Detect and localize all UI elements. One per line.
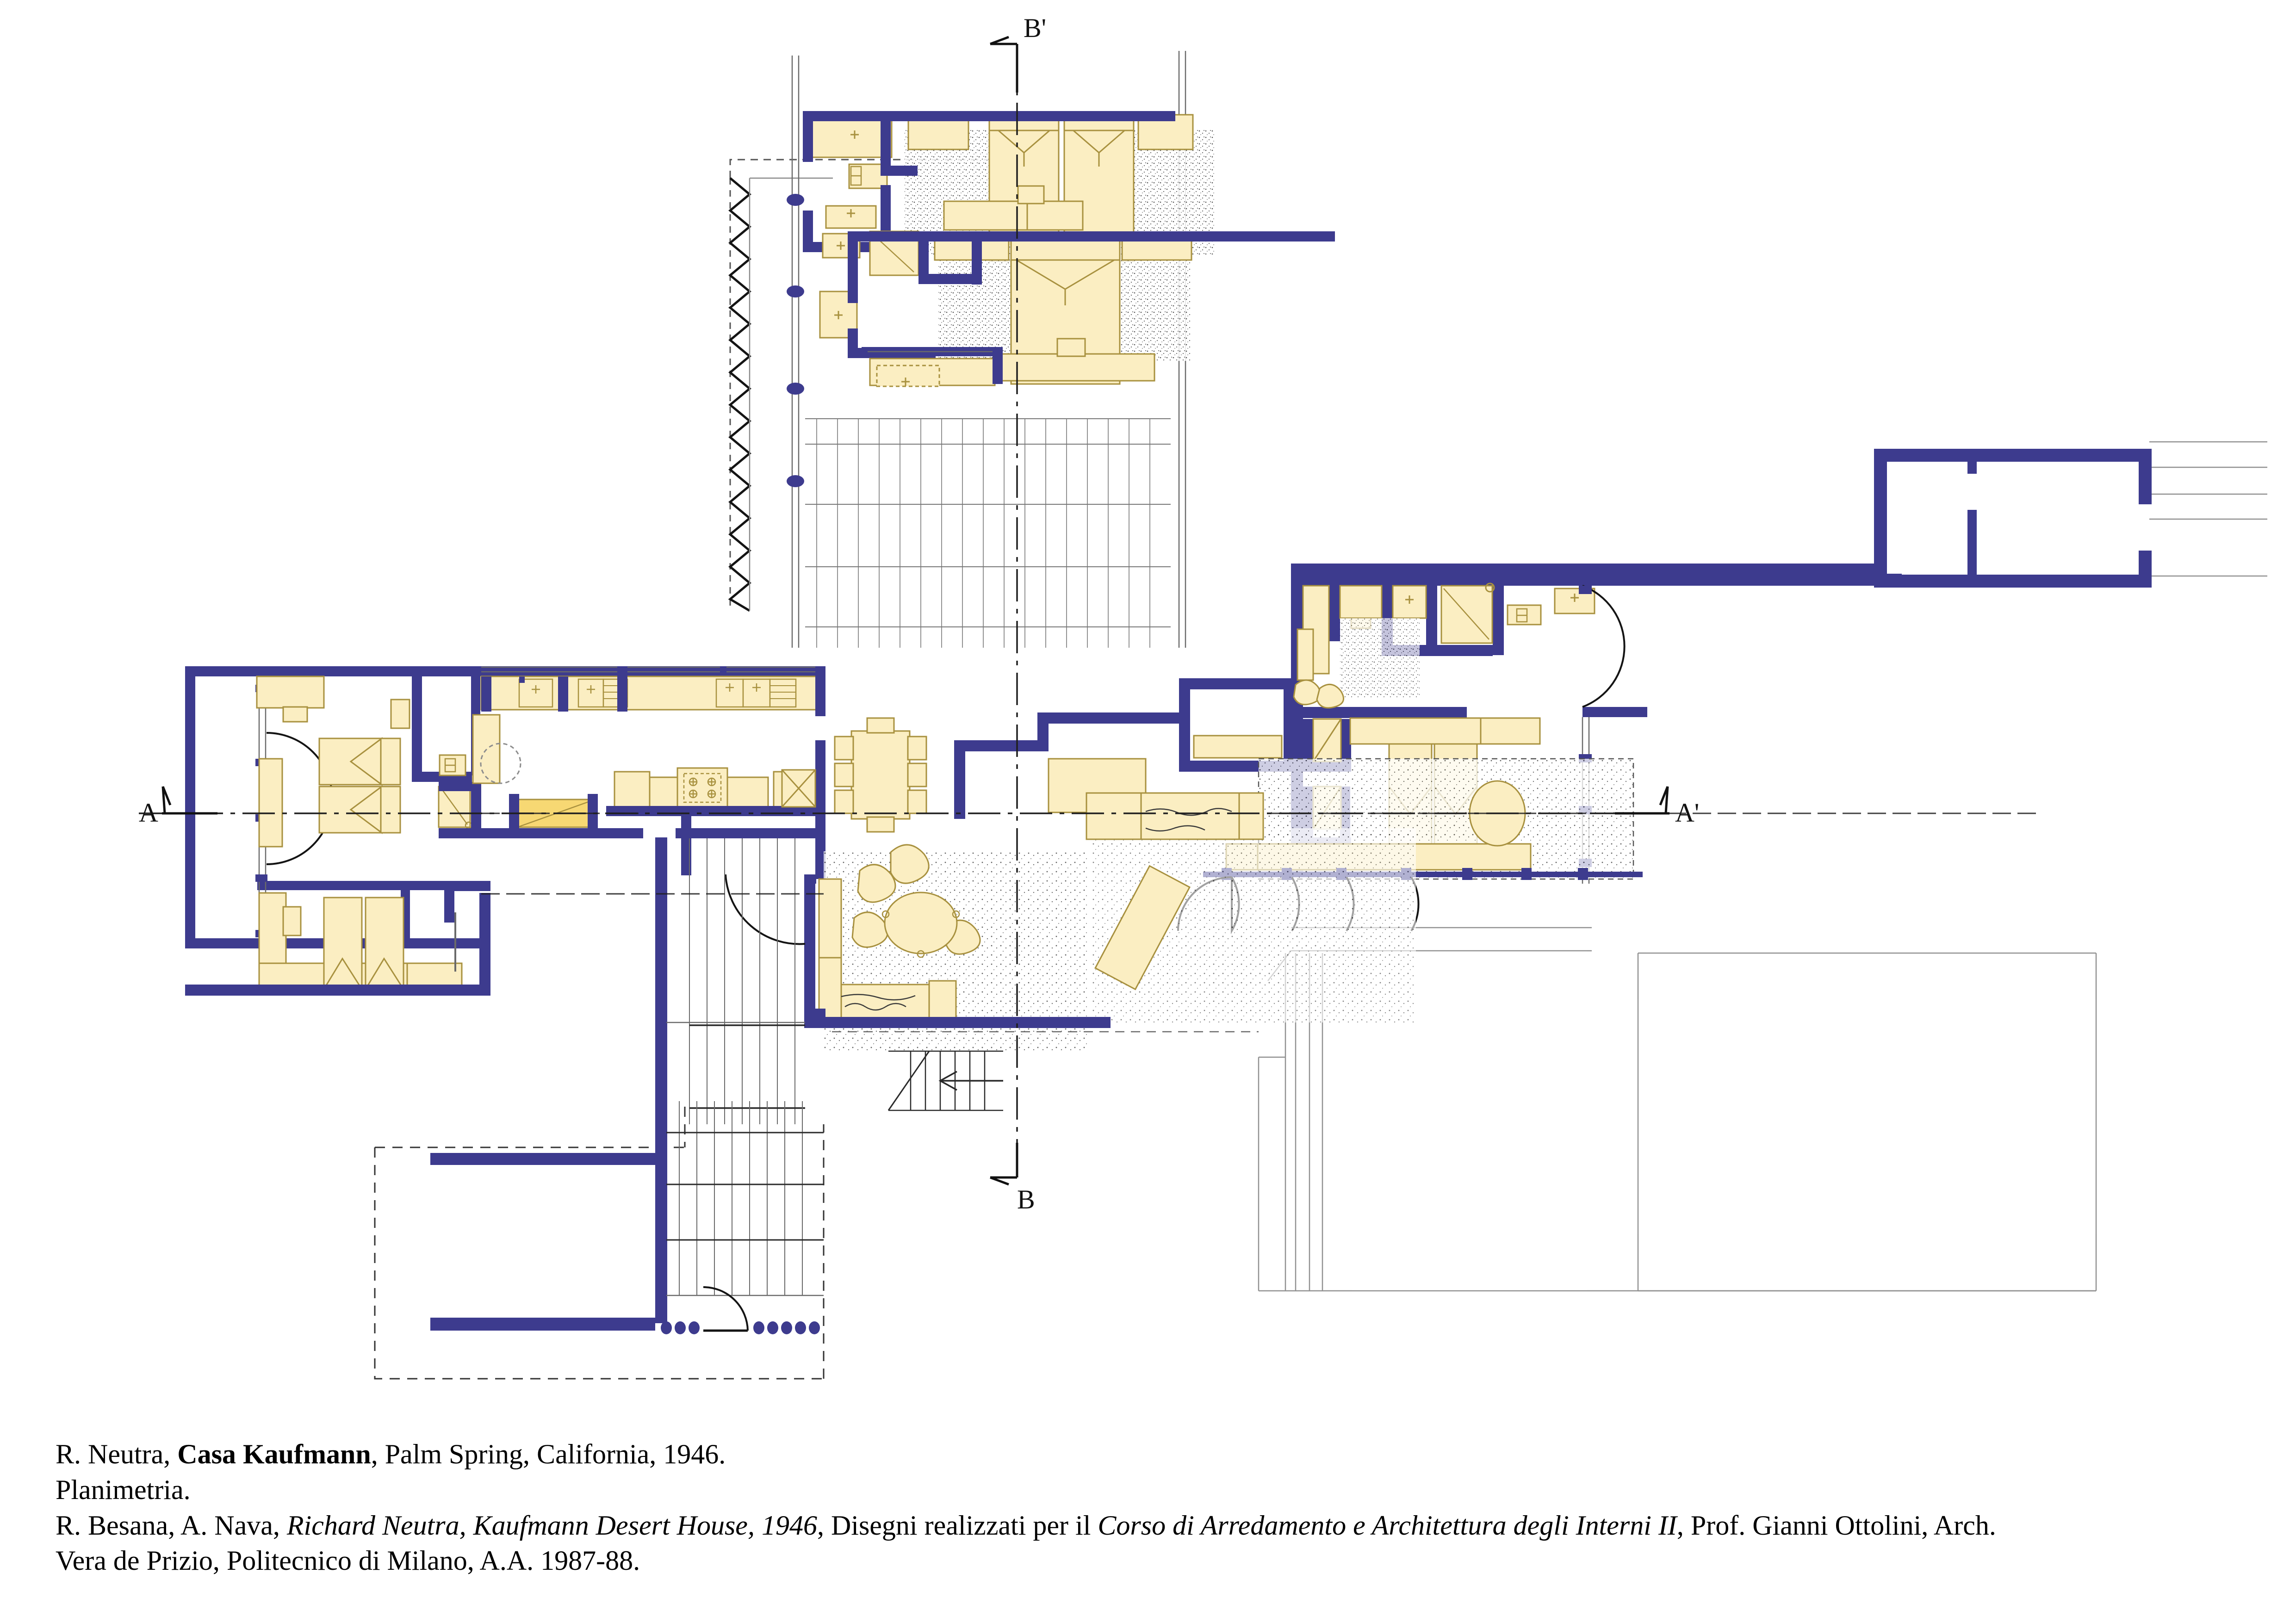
section-label-a-prime: A' <box>1675 798 1699 828</box>
section-marker-a: A <box>139 786 217 828</box>
property-line-dashed <box>374 1107 825 1380</box>
caption-line1-post: , Palm Spring, California, 1946. <box>371 1439 726 1469</box>
stone-texture <box>841 994 916 1011</box>
wall <box>1874 449 2152 588</box>
section-label-b-prime: B' <box>1024 13 1046 43</box>
wall <box>676 828 1111 1028</box>
stair-direction-arrow <box>938 1071 1003 1091</box>
caption-line3-post: , Prof. Gianni Ottolini, Arch. <box>1676 1510 1996 1541</box>
lounger <box>1094 865 1191 991</box>
centre-deck-slats <box>689 828 805 1124</box>
wc-glyph <box>850 166 862 186</box>
round-table <box>881 892 960 958</box>
lounge-chair <box>851 844 981 955</box>
caption-line-4: Vera de Prizio, Politecnico di Milano, A… <box>56 1545 640 1576</box>
east-terrace <box>1086 758 1643 1022</box>
wall <box>185 881 490 996</box>
caption-line3-italic-2: Corso di Arredamento e Architettura degl… <box>1098 1510 1677 1541</box>
section-marker-b-prime: B' <box>990 13 1046 93</box>
bollard-dots <box>661 1321 820 1334</box>
dining-table <box>850 730 911 820</box>
caption-line-3: R. Besana, A. Nava, Richard Neutra, Kauf… <box>56 1508 2230 1543</box>
far-east-service-block <box>1291 449 2152 588</box>
door-swing-arc <box>703 1286 749 1331</box>
kitchen-strip <box>480 666 825 879</box>
caption-line-2: Planimetria. <box>56 1474 191 1505</box>
wall <box>509 794 643 838</box>
dining-area <box>834 717 927 833</box>
north-bedroom-wing <box>803 111 1335 387</box>
wall <box>481 666 825 716</box>
wall <box>1582 707 1647 717</box>
caption-line1-bold: Casa Kaufmann <box>177 1439 371 1469</box>
cooktop <box>683 773 722 803</box>
door-swing-arc <box>1582 585 1626 708</box>
west-bedroom-wing <box>185 666 824 996</box>
caption-line3-italic-1: Richard Neutra, Kaufmann Desert House, 1… <box>286 1510 817 1541</box>
caption-line3-mid: , Disegni realizzati per il <box>817 1510 1098 1541</box>
column-oval <box>787 194 804 487</box>
north-deck-slats <box>805 418 1171 648</box>
section-label-a: A <box>139 798 158 828</box>
plan-caption: R. Neutra, Casa Kaufmann, Palm Spring, C… <box>56 1437 2230 1579</box>
site-grid-lines <box>1258 441 2267 1292</box>
section-marker-a-prime: A' <box>1615 786 1699 828</box>
caption-line3-pre: R. Besana, A. Nava, <box>56 1510 287 1541</box>
sofa <box>840 984 930 1019</box>
caption-line1-pre: R. Neutra, <box>56 1439 178 1469</box>
wall <box>848 231 1335 358</box>
section-marker-b: B <box>990 1143 1035 1214</box>
stair-run <box>887 1050 1003 1111</box>
door-swing-arc <box>725 874 806 945</box>
south-carport <box>374 837 825 1380</box>
caption-line-1: R. Neutra, Casa Kaufmann, Palm Spring, C… <box>56 1437 2230 1472</box>
section-label-b: B <box>1017 1184 1035 1214</box>
